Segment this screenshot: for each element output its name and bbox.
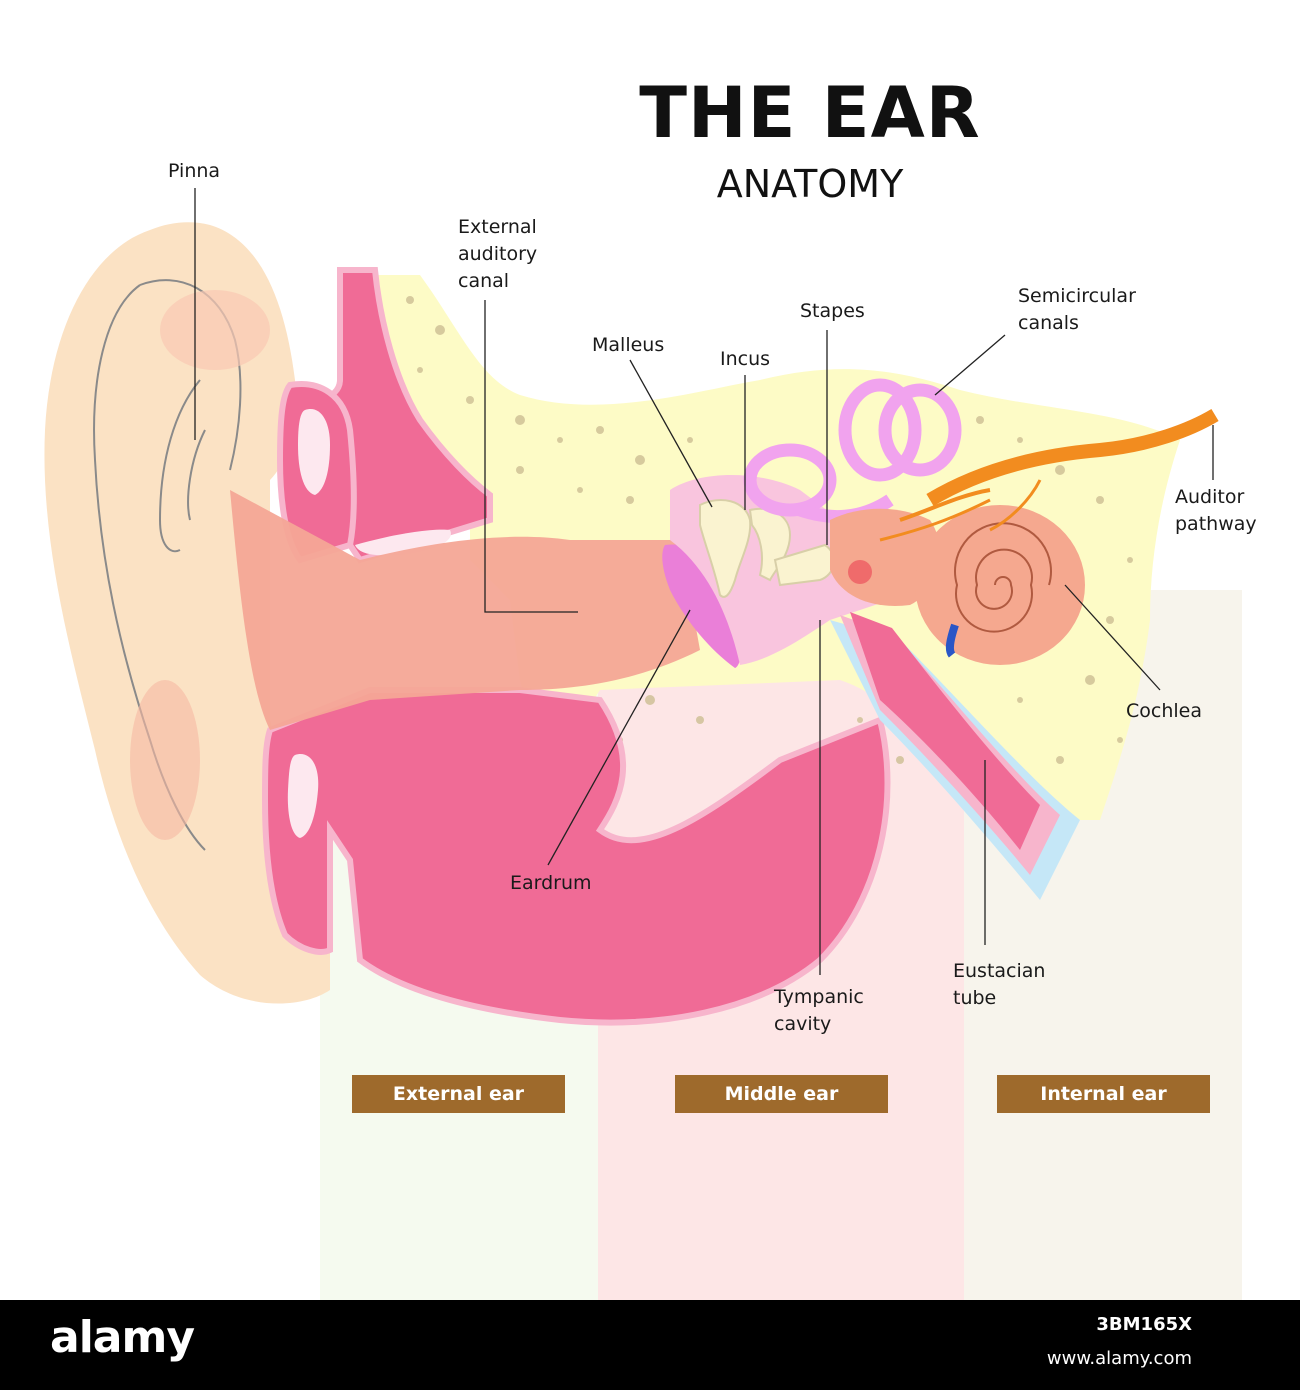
ear-illustration [44, 188, 1219, 1026]
label-malleus: Malleus [592, 334, 665, 356]
label-auditory-pathway: Auditor pathway [1175, 486, 1257, 535]
soft-tissue [261, 267, 891, 1026]
ear-anatomy-diagram: THE EAR ANATOMY Pinna External auditory … [44, 72, 1257, 1300]
eustachian-tube-shape [830, 612, 1080, 900]
footer-logo: alamy [50, 1312, 195, 1363]
label-cochlea: Cochlea [1126, 700, 1202, 722]
label-eardrum: Eardrum [510, 872, 592, 894]
page-subtitle: ANATOMY [716, 162, 904, 206]
eardrum-leader [547, 609, 691, 866]
section-label-external-ear: External ear [352, 1075, 565, 1113]
canal-leader [484, 300, 578, 613]
footer-url: www.alamy.com [1046, 1348, 1192, 1369]
semicircular-leader [934, 334, 1006, 396]
page-title: THE EAR [639, 72, 981, 154]
round-window [848, 560, 872, 584]
section-label-middle-ear: Middle ear [675, 1075, 888, 1113]
label-stapes: Stapes [800, 300, 865, 322]
label-tympanic-cavity: Tympanic cavity [774, 986, 864, 1035]
auditory-canal-shape [230, 490, 700, 730]
auditory-nerve-shape [879, 408, 1219, 542]
section-label-internal-ear: Internal ear [997, 1075, 1210, 1113]
watermark-footer: alamy 3BM165X www.alamy.com [0, 1300, 1300, 1390]
label-external-auditory-canal: External auditory canal [458, 216, 538, 292]
pinna-shape [44, 222, 331, 1004]
label-pinna: Pinna [168, 160, 221, 182]
cochlea-leader [1064, 584, 1161, 691]
malleus-leader [629, 359, 713, 508]
label-eustachian-tube: Eustacian tube [953, 960, 1046, 1009]
leader-lines [194, 188, 1214, 975]
label-semicircular-canals: Semicircular canals [1018, 285, 1136, 334]
footer-image-id: 3BM165X [1096, 1314, 1192, 1335]
label-incus: Incus [720, 348, 771, 370]
cochlea-shape [915, 505, 1085, 665]
